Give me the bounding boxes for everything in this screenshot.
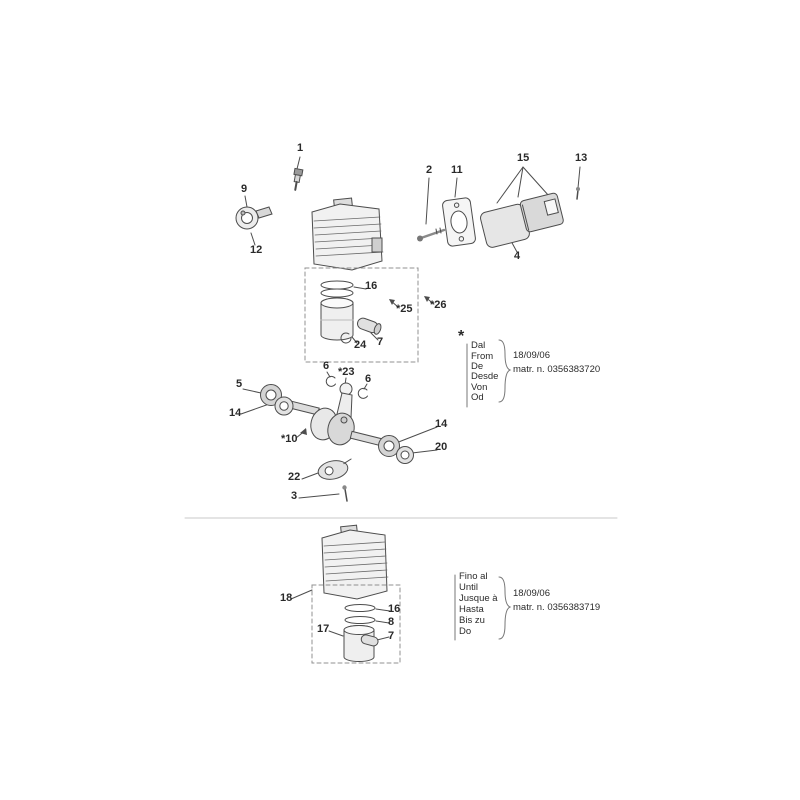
callout-part-4: 4 [514,250,521,262]
note-brackets [454,339,512,641]
from-word-es: Desde [471,371,499,382]
callout-part-16-upper: 16 [365,280,378,292]
from-serial: matr. n. 0356383720 [513,364,601,375]
callout-part-7-lower: 7 [388,630,395,642]
until-word-fr: Jusque à [459,593,498,604]
from-word-en: From [471,351,494,362]
callout-part-10: *10 [281,433,298,445]
screw-3-art [342,485,348,502]
piston-upper-art [320,280,382,344]
leader-lines [240,156,581,641]
kit-box-upper [304,267,419,363]
spark-plug-art [293,167,304,191]
callout-part-9: 9 [241,183,248,195]
until-word-en: Until [459,582,479,593]
callout-part-12: 12 [250,244,263,256]
until-word-it: Fino al [459,571,488,582]
from-date: 18/09/06 [513,350,550,361]
callout-part-6-right: 6 [365,373,372,385]
callout-part-13: 13 [575,152,588,164]
callout-part-25: *25 [396,303,413,315]
from-word-pl: Od [471,392,484,403]
callout-part-26: *26 [430,299,447,311]
from-word-fr: De [471,361,484,372]
until-word-de: Bis zu [459,615,485,626]
callout-part-23: *23 [338,366,355,378]
crankshaft-art [280,382,394,449]
callout-part-22: 22 [288,471,301,483]
callout-part-14-left: 14 [229,407,242,419]
from-word-de: Von [471,382,488,393]
pawl-art [317,458,352,480]
from-serial-asterisk: * [458,328,465,345]
screw-13-art [576,187,580,200]
until-date: 18/09/06 [513,588,550,599]
kit-box-lower [311,584,401,664]
callout-part-6-left: 6 [323,360,330,372]
circlip-right-art [357,387,368,399]
bearing-left-art [260,384,294,416]
circlip-left-art [325,375,336,387]
callout-part-8: 8 [388,616,395,628]
callout-part-20: 20 [435,441,448,453]
from-word-it: Dal [471,340,486,351]
callout-part-24: 24 [354,339,367,351]
bearing-right-art [378,435,414,464]
callout-part-3: 3 [291,490,298,502]
cylinder-upper-art [311,197,384,271]
callout-part-16-lower: 16 [388,603,401,615]
decompression-valve-art [235,206,273,230]
until-word-es: Hasta [459,604,484,615]
piston-lower-art [343,604,379,662]
callout-part-1: 1 [297,142,304,154]
callout-part-18: 18 [280,592,293,604]
muffler-art [480,192,564,248]
until-word-pl: Do [459,626,472,637]
bolt-art [417,227,446,242]
gasket-art [442,197,476,247]
callout-part-11: 11 [451,164,463,176]
callout-part-17: 17 [317,623,330,635]
callout-part-15: 15 [517,152,530,164]
until-serial: matr. n. 0356383719 [513,602,601,613]
callout-part-7-upper: 7 [377,336,384,348]
callout-part-14-right: 14 [435,418,448,430]
callout-part-5: 5 [236,378,243,390]
cylinder-lower-art [321,524,389,600]
callout-part-2: 2 [426,164,433,176]
